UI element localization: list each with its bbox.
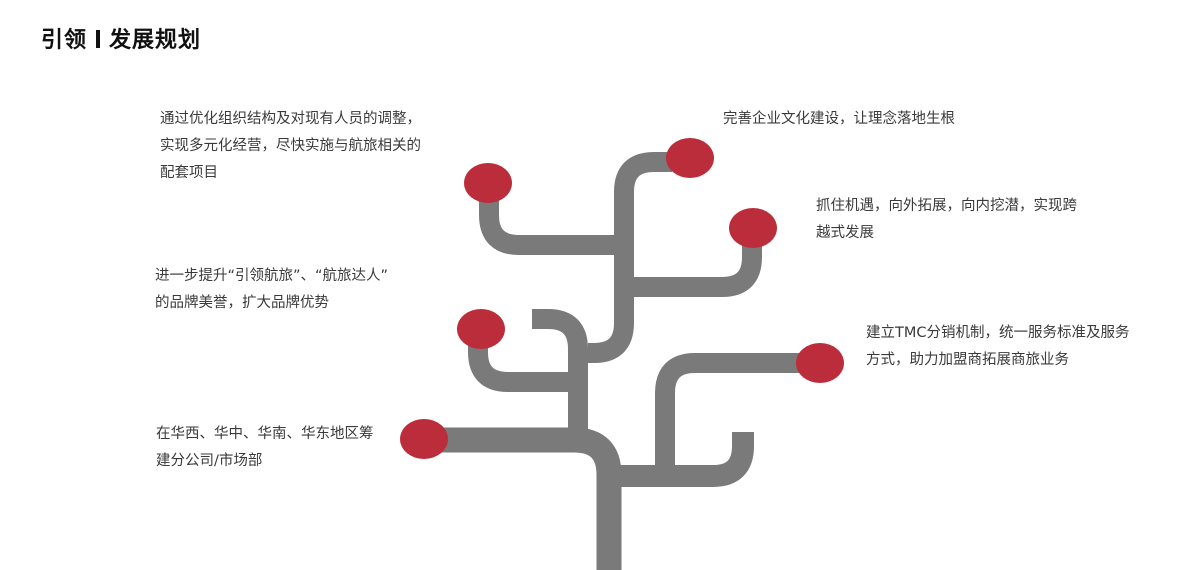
text-line: 实现多元化经营，尽快实施与航旅相关的 [160,138,421,154]
node-4 [457,309,505,349]
item-text-4: 进一步提升“引领航旅”、“航旅达人” 的品牌美誉，扩大品牌优势 [155,263,388,317]
title-separator [96,30,101,48]
branch-left-middle [468,340,578,392]
node-1 [464,163,512,203]
text-line: 方式，助力加盟商拓展商旅业务 [866,352,1069,368]
text-line: 的品牌美誉，扩大品牌优势 [155,295,329,311]
node-6 [400,419,448,459]
text-line: 通过优化组织结构及对现有人员的调整， [160,111,421,127]
branch-middle-trunk [532,309,588,440]
branch-right-middle [655,353,805,476]
text-line: 抓住机遇，向外拓展，向内挖潜，实现跨 [816,198,1077,214]
text-line: 越式发展 [816,225,874,241]
branch-lower-right [609,432,754,487]
branch-top-left [479,195,624,255]
text-line: 进一步提升“引领航旅”、“航旅达人” [155,268,389,284]
branch-main-trunk [440,427,622,570]
title-brand: 引领 [41,28,88,53]
node-2 [666,138,714,178]
text-line: 完善企业文化建设，让理念落地生根 [723,111,955,127]
item-text-1: 通过优化组织结构及对现有人员的调整， 实现多元化经营，尽快实施与航旅相关的 配套… [160,106,421,187]
branch-right-upper [624,240,762,297]
item-text-2: 完善企业文化建设，让理念落地生根 [723,106,955,133]
text-line: 在华西、华中、华南、华东地区筹 [156,426,374,442]
node-3 [729,208,777,248]
item-text-3: 抓住机遇，向外拓展，向内挖潜，实现跨 越式发展 [816,193,1077,247]
title-subject: 发展规划 [109,28,202,53]
text-line: 配套项目 [160,165,218,181]
item-text-5: 建立TMC分销机制，统一服务标准及服务 方式，助力加盟商拓展商旅业务 [866,320,1130,374]
page-title: 引领发展规划 [41,22,201,54]
node-5 [796,343,844,383]
text-line: 建立TMC分销机制，统一服务标准及服务 [866,325,1130,341]
text-line: 建分公司/市场部 [156,453,263,469]
item-text-6: 在华西、华中、华南、华东地区筹 建分公司/市场部 [156,421,374,475]
branch-upper-trunk [588,152,672,363]
